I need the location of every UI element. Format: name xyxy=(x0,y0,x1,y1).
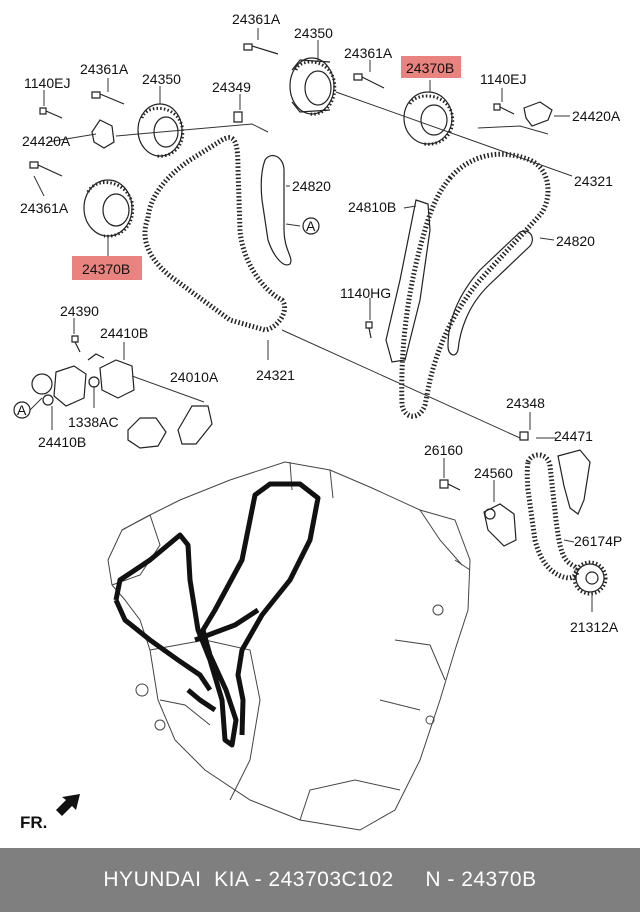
leader-lines xyxy=(29,28,593,612)
secondary-timing-chain xyxy=(399,151,551,419)
label-1338AC: 1338AC xyxy=(68,414,119,430)
label-24560: 24560 xyxy=(474,465,513,481)
chain-guide-24820-right xyxy=(447,230,533,356)
label-24410B-lower: 24410B xyxy=(38,434,86,450)
label-24350-top: 24350 xyxy=(294,25,333,41)
label-1140EJ-right: 1140EJ xyxy=(480,71,526,87)
label-24810B: 24810B xyxy=(348,199,396,215)
label-24420A-right: 24420A xyxy=(572,108,621,124)
front-arrow-icon xyxy=(56,794,80,816)
chain-guide-24810B xyxy=(385,199,431,363)
label-24471: 24471 xyxy=(554,428,593,444)
sprocket-24370B-right xyxy=(403,91,455,146)
engine-chain-routing xyxy=(113,481,321,748)
label-24370B-right: 24370B xyxy=(406,60,454,76)
label-24350-left: 24350 xyxy=(142,71,181,87)
sprocket-24350-right xyxy=(289,57,337,116)
sprocket-24370B-left xyxy=(83,179,135,238)
label-24361A-top: 24361A xyxy=(232,11,281,27)
oil-pump-guide-24471 xyxy=(557,449,591,515)
footer-bar: HYUNDAI KIA - 243703C102 N - 24370B xyxy=(0,848,640,912)
label-24820-right: 24820 xyxy=(556,233,595,249)
footer-part-number: HYUNDAI KIA - 243703C102 N - 24370B xyxy=(103,868,537,891)
oil-pump-tensioner-24560 xyxy=(483,503,517,547)
label-24390: 24390 xyxy=(60,303,99,319)
oil-pump-chain xyxy=(524,452,580,581)
label-21312A: 21312A xyxy=(570,619,619,635)
label-26174P: 26174P xyxy=(574,533,622,549)
highlight-box-left xyxy=(72,256,142,280)
label-24820-left: 24820 xyxy=(292,178,331,194)
primary-timing-chain xyxy=(142,135,288,333)
label-24420A-left: 24420A xyxy=(22,133,71,149)
label-24361A-left: 24361A xyxy=(80,61,129,77)
hydraulic-tensioner-24410B xyxy=(31,353,135,407)
label-a-upper: A xyxy=(306,218,316,234)
label-24010A: 24010A xyxy=(170,369,219,385)
label-24361A-mid: 24361A xyxy=(344,45,393,61)
bolts xyxy=(29,43,529,491)
tensioner-24420A-left xyxy=(91,119,115,149)
highlight-box-right xyxy=(401,56,461,78)
label-24349: 24349 xyxy=(212,79,251,95)
label-26160: 26160 xyxy=(424,442,463,458)
label-a-lower: A xyxy=(17,402,27,418)
label-24410B-upper: 24410B xyxy=(100,325,148,341)
tensioner-24420A-right xyxy=(523,101,553,127)
reference-marker-a xyxy=(13,217,320,419)
label-24370B-left: 24370B xyxy=(82,261,130,277)
sprocket-21312A xyxy=(572,560,608,596)
label-24321-right: 24321 xyxy=(574,173,613,189)
front-direction-indicator: FR. xyxy=(20,794,80,832)
chain-guide-24820-left xyxy=(260,155,292,266)
sprocket-24350-left xyxy=(137,103,185,158)
label-24348: 24348 xyxy=(506,395,545,411)
label-24321-lower: 24321 xyxy=(256,367,295,383)
label-24361A-lower: 24361A xyxy=(20,200,69,216)
part-labels: 24361A 24350 24361A 24370B 1140EJ 24420A… xyxy=(17,11,622,635)
front-label: FR. xyxy=(20,813,47,832)
gasket-24010A xyxy=(127,405,213,449)
label-1140HG: 1140HG xyxy=(340,285,391,301)
timing-chain-diagram: 24361A 24350 24361A 24370B 1140EJ 24420A… xyxy=(13,11,622,832)
label-1140EJ-left: 1140EJ xyxy=(24,75,70,91)
